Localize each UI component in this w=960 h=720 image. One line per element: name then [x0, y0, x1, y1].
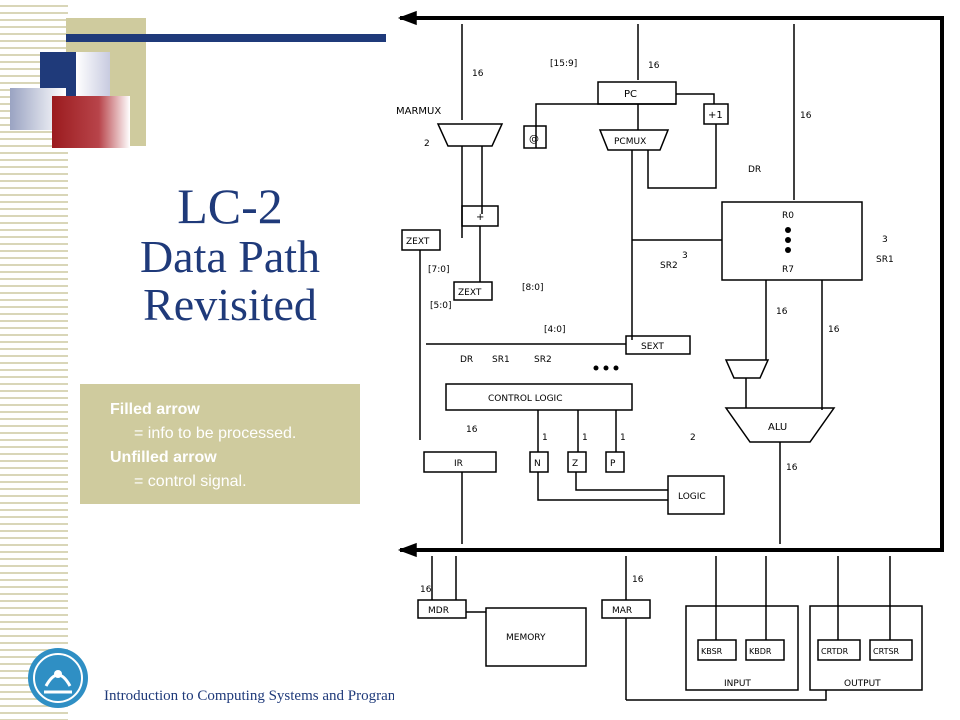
pcmux-label: PCMUX [614, 137, 646, 147]
decor-bar-blue [66, 34, 386, 42]
output-box [809, 605, 923, 691]
legend-note: Filled arrow = info to be processed. Unf… [80, 384, 360, 504]
field-8-0: [8:0] [522, 283, 544, 293]
bus-arrow-bottom [397, 542, 417, 558]
legend-unfilled-heading: Unfilled arrow [110, 449, 217, 466]
kbsr-box [697, 639, 737, 661]
crtdr-label: CRTDR [821, 647, 849, 656]
decor-square-white [76, 52, 110, 96]
control-logic-label: CONTROL LOGIC [488, 394, 563, 404]
width-3-b: 3 [882, 235, 888, 245]
mdr-box [417, 599, 467, 619]
alu [724, 407, 836, 443]
lc2-datapath-diagram: MARMUX PC +1 PCMUX @ + ZEXT ZEXT SEXT R0… [396, 10, 944, 701]
output-label: OUTPUT [844, 679, 881, 689]
sr2-mux [724, 359, 770, 379]
sr1-label: SR1 [876, 255, 894, 265]
crtdr-box [817, 639, 861, 661]
bus-frame [400, 16, 944, 552]
marmux [436, 123, 504, 147]
width-16-b: 16 [648, 61, 660, 71]
ir-box [423, 451, 497, 473]
field-7-0: [7:0] [428, 265, 450, 275]
slide-title: LC-2 Data Path Revisited [80, 180, 380, 329]
title-line-2: Data Path [139, 230, 321, 282]
z-label: Z [572, 459, 578, 469]
sr2-label: SR2 [660, 261, 678, 271]
width-1-c: 1 [620, 433, 626, 443]
legend-filled-desc: = info to be processed. [134, 425, 297, 442]
university-seal-icon [26, 646, 90, 715]
field-4-0: [4:0] [544, 325, 566, 335]
ctl-sr2-label: SR2 [534, 355, 552, 365]
kbdr-label: KBDR [749, 647, 772, 656]
width-16-i: 16 [632, 575, 644, 585]
memory-box [485, 607, 587, 667]
mdr-label: MDR [428, 606, 449, 616]
dr-label: DR [748, 165, 761, 175]
regfile-box [721, 201, 863, 281]
r0-label: R0 [782, 211, 794, 221]
title-line-3: Revisited [143, 278, 317, 330]
footer-text: Introduction to Computing Systems and Pr… [104, 688, 394, 704]
kbsr-label: KBSR [701, 647, 723, 656]
width-16-g: 16 [786, 463, 798, 473]
field-15-9: [15:9] [550, 59, 577, 69]
width-16-d: 16 [776, 307, 788, 317]
pc-label: PC [624, 89, 637, 100]
pcmux [598, 129, 670, 151]
crtsr-box [869, 639, 913, 661]
p-label: P [610, 459, 616, 469]
z-box [567, 451, 587, 473]
title-line-1: LC-2 [177, 178, 283, 234]
logic-label: LOGIC [678, 492, 706, 502]
width-16-f: 16 [466, 425, 478, 435]
field-5-0: [5:0] [430, 301, 452, 311]
kbdr-box [745, 639, 785, 661]
legend-unfilled-desc: = control signal. [134, 473, 247, 490]
width-1-b: 1 [582, 433, 588, 443]
adder-label: + [476, 212, 484, 223]
width-3-a: 3 [682, 251, 688, 261]
zext1-label: ZEXT [406, 237, 430, 247]
marmux-label: MARMUX [396, 106, 441, 117]
ctl-dr-label: DR [460, 355, 473, 365]
logic-box [667, 475, 725, 515]
n-box [529, 451, 549, 473]
crtsr-label: CRTSR [873, 647, 900, 656]
input-label: INPUT [724, 679, 751, 689]
memory-label: MEMORY [506, 633, 546, 643]
width-16-a: 16 [472, 69, 484, 79]
p-box [605, 451, 625, 473]
bus-arrow-top [397, 10, 417, 26]
mar-label: MAR [612, 606, 632, 616]
width-1-a: 1 [542, 433, 548, 443]
r7-label: R7 [782, 265, 794, 275]
plus1-label: +1 [708, 110, 723, 121]
legend-filled-heading: Filled arrow [110, 401, 200, 418]
width-2-a: 2 [424, 139, 430, 149]
sext-label: SEXT [641, 342, 664, 352]
zext-box-2 [453, 281, 493, 301]
decor-square-red [52, 96, 130, 148]
width-2-b: 2 [690, 433, 696, 443]
control-logic-box [445, 383, 633, 411]
at-label: @ [529, 134, 539, 145]
width-16-e: 16 [828, 325, 840, 335]
ctl-sr1-label: SR1 [492, 355, 510, 365]
zext-box-1 [401, 229, 441, 251]
n-label: N [534, 459, 541, 469]
sext-box [625, 335, 691, 355]
at-box [523, 125, 547, 149]
width-16-c: 16 [800, 111, 812, 121]
ir-label: IR [454, 459, 463, 469]
input-box [685, 605, 799, 691]
alu-label: ALU [768, 422, 787, 433]
zext2-label: ZEXT [458, 288, 482, 298]
width-16-h: 16 [420, 585, 432, 595]
